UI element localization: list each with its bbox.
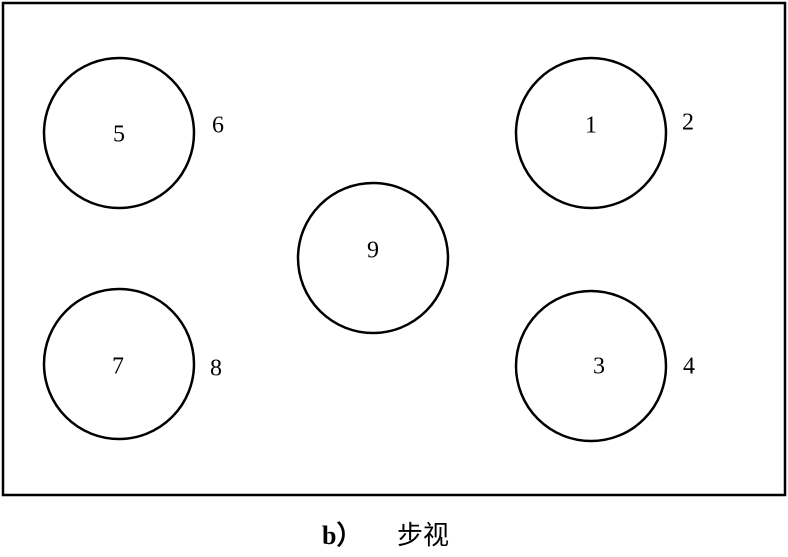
outer-label-6: 6 xyxy=(212,113,224,139)
outer-label-2: 2 xyxy=(682,110,694,136)
hole-label-3: 3 xyxy=(593,354,605,380)
hole-5 xyxy=(42,56,196,210)
hole-9 xyxy=(296,181,450,335)
outer-label-4: 4 xyxy=(683,354,695,380)
outer-label-8: 8 xyxy=(210,356,222,382)
hole-label-9: 9 xyxy=(367,238,379,264)
hole-label-7: 7 xyxy=(112,354,124,380)
hole-label-5: 5 xyxy=(113,122,125,148)
caption-text: 步视 xyxy=(397,521,449,551)
hole-label-1: 1 xyxy=(585,113,597,139)
plate-outline xyxy=(1,1,787,497)
caption-letter: b） xyxy=(322,521,362,550)
hole-7 xyxy=(42,287,196,441)
hole-1 xyxy=(514,56,668,210)
hole-3 xyxy=(514,289,668,443)
